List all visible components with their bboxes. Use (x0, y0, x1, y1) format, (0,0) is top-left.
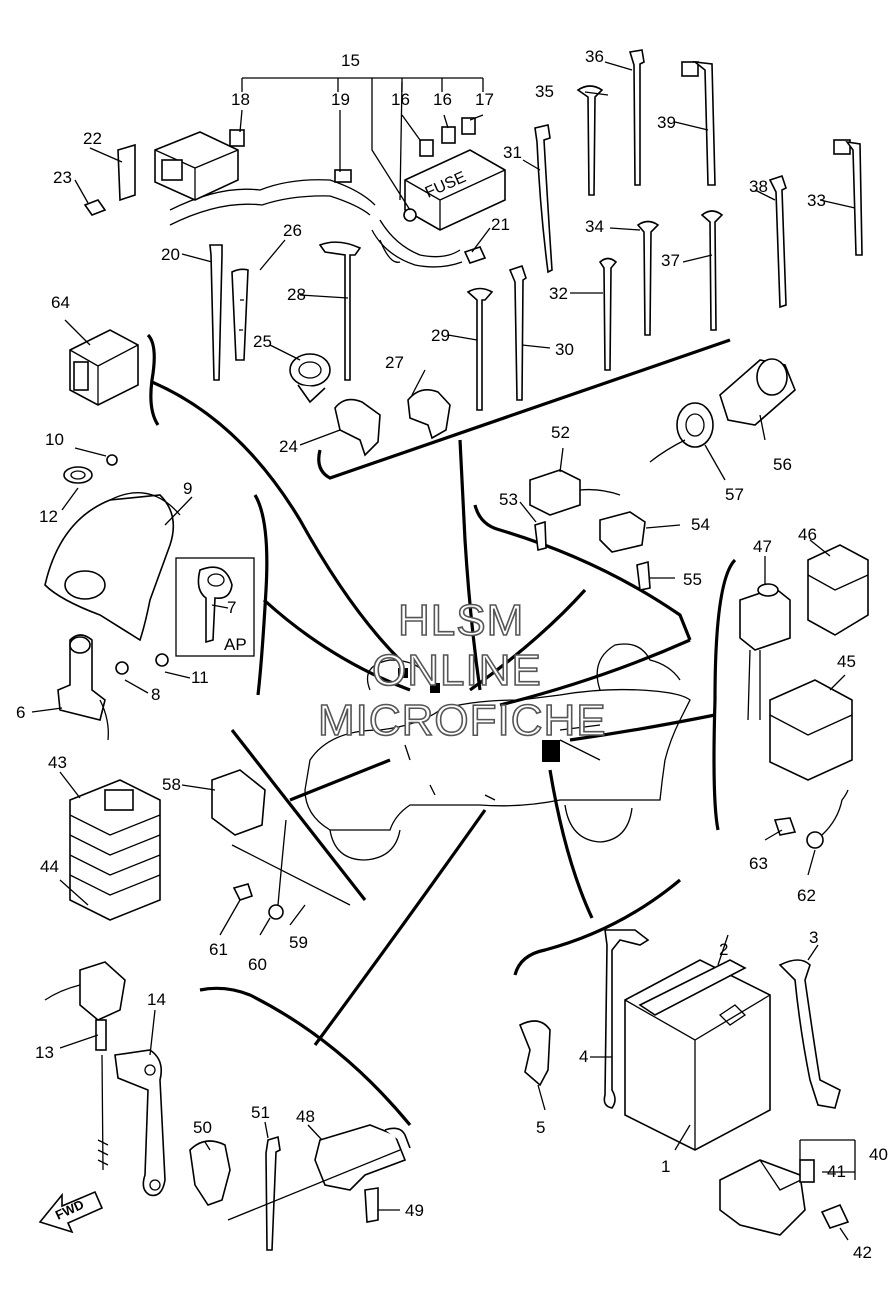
part-label-45: 45 (837, 652, 856, 671)
parts-48-51 (189, 1124, 411, 1223)
part-label-24: 24 (279, 437, 298, 456)
watermark-line-3: MICROFICHE (318, 696, 607, 745)
part-label-51: 51 (251, 1103, 270, 1122)
part-label-49: 49 (405, 1201, 424, 1220)
part-label-63: 63 (749, 854, 768, 873)
part-label-57: 57 (725, 485, 744, 504)
motorcycle-outline (304, 643, 691, 861)
relay-unit (117, 131, 239, 202)
part-label-41: 41 (827, 1162, 846, 1181)
part-label-36: 36 (585, 47, 604, 66)
part-label-28: 28 (287, 285, 306, 304)
group-brackets (146, 333, 737, 1127)
part-label-55: 55 (683, 570, 702, 589)
part-label-29: 29 (431, 326, 450, 345)
part-label-16: 16 (433, 90, 452, 109)
part-label-8: 8 (151, 685, 160, 704)
part-label-44: 44 (40, 857, 59, 876)
part-label-16: 16 (391, 90, 410, 109)
part-label-22: 22 (83, 129, 102, 148)
part-label-27: 27 (385, 353, 404, 372)
part-label-43: 43 (48, 753, 67, 772)
part-label-38: 38 (749, 177, 768, 196)
parts-56-57 (649, 358, 796, 463)
parts-62-63 (773, 789, 849, 849)
part-label-25: 25 (253, 332, 272, 351)
part-label-3: 3 (809, 928, 818, 947)
part-label-13: 13 (35, 1043, 54, 1062)
clamp-ties (318, 85, 724, 411)
small-parts-top (83, 117, 487, 264)
part-label-2: 2 (719, 940, 728, 959)
part-label-15: 15 (341, 51, 360, 70)
part-label-21: 21 (491, 215, 510, 234)
part-label-59: 59 (289, 933, 308, 952)
part-label-23: 23 (53, 168, 72, 187)
fuse-box: FUSE (403, 149, 506, 231)
part-label-10: 10 (45, 430, 64, 449)
part-label-64: 64 (51, 293, 70, 312)
part-label-53: 53 (499, 490, 518, 509)
part-label-56: 56 (773, 455, 792, 474)
part-label-46: 46 (798, 525, 817, 544)
part-label-30: 30 (555, 340, 574, 359)
parts-58-61 (211, 769, 351, 920)
part-label-31: 31 (503, 143, 522, 162)
clamps (289, 353, 451, 457)
part-label-34: 34 (585, 217, 604, 236)
part-label-7: 7 (227, 598, 236, 617)
unit-64 (69, 329, 139, 406)
part-label-26: 26 (283, 221, 302, 240)
watermark-line-2: ONLINE (372, 646, 542, 695)
battery-group (518, 929, 841, 1151)
key-inset: AP (175, 557, 255, 657)
part-label-37: 37 (661, 251, 680, 270)
leads-33-39 (681, 60, 863, 256)
part-label-60: 60 (248, 955, 267, 974)
watermark-line-1: HLSM (398, 596, 524, 645)
inset-label-ap: AP (224, 635, 247, 654)
cable-ties (209, 49, 787, 1251)
part-label-62: 62 (797, 886, 816, 905)
part-label-61: 61 (209, 940, 228, 959)
leader-lines (31, 61, 856, 1241)
part-label-35: 35 (535, 82, 554, 101)
part-label-17: 17 (475, 90, 494, 109)
parts-45-47 (739, 544, 869, 781)
main-harness (169, 179, 463, 268)
part-label-50: 50 (193, 1118, 212, 1137)
part-label-19: 19 (331, 90, 350, 109)
part-label-20: 20 (161, 245, 180, 264)
part-label-32: 32 (549, 284, 568, 303)
part-label-14: 14 (147, 990, 166, 1009)
parts-40-42 (719, 1159, 850, 1236)
watermark: HLSM ONLINE MICROFICHE (317, 595, 607, 746)
parts-13-14 (44, 961, 166, 1197)
part-label-12: 12 (39, 507, 58, 526)
forward-arrow: FWD (38, 1190, 104, 1234)
part-label-48: 48 (296, 1107, 315, 1126)
part-label-39: 39 (657, 113, 676, 132)
part-label-6: 6 (16, 703, 25, 722)
part-label-47: 47 (753, 537, 772, 556)
part-label-9: 9 (183, 479, 192, 498)
part-label-18: 18 (231, 90, 250, 109)
part-label-11: 11 (191, 668, 209, 687)
part-label-42: 42 (853, 1243, 872, 1262)
part-label-58: 58 (162, 775, 181, 794)
part-label-54: 54 (691, 515, 710, 534)
part-label-33: 33 (807, 191, 826, 210)
regulator-43 (69, 779, 161, 921)
part-label-40: 40 (869, 1145, 888, 1164)
part-label-1: 1 (661, 1157, 670, 1176)
main-switch-cover (44, 454, 181, 741)
parts-52-55 (529, 469, 651, 591)
part-label-4: 4 (579, 1047, 588, 1066)
part-label-5: 5 (536, 1118, 545, 1137)
part-label-52: 52 (551, 423, 570, 442)
